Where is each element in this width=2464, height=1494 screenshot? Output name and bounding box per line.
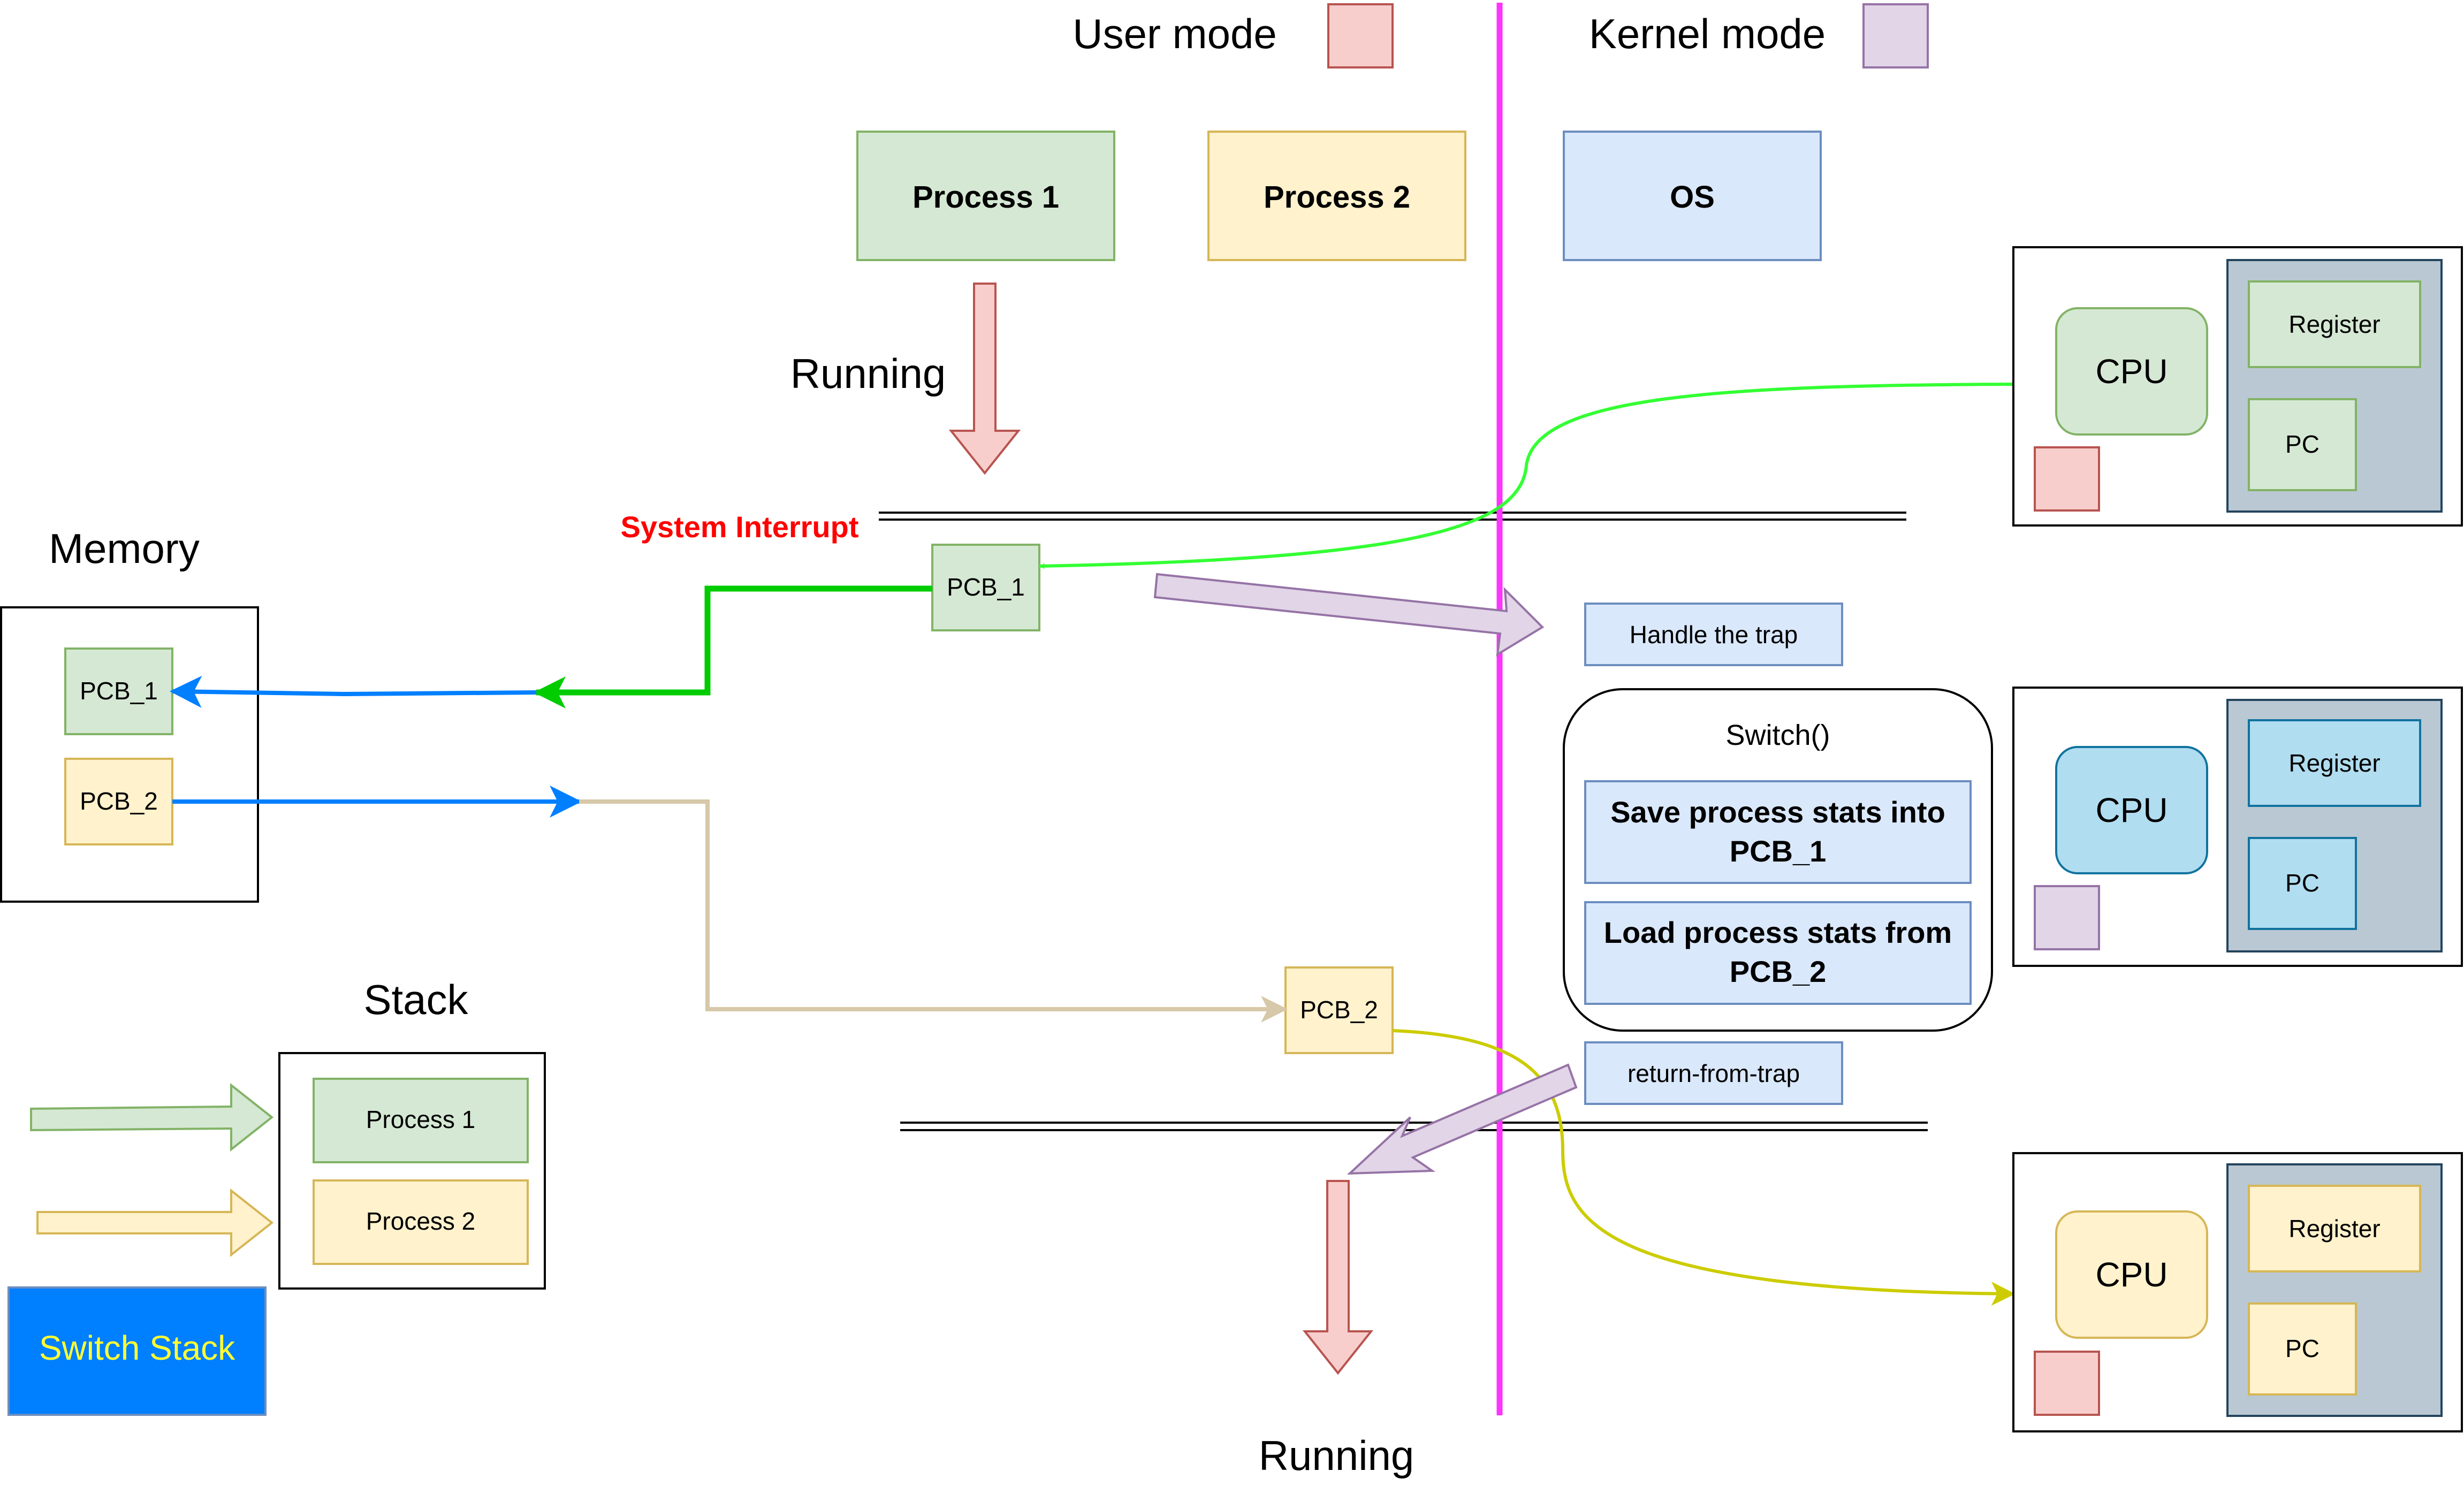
stack-process2-label: Process 2 bbox=[366, 1207, 476, 1235]
memory-pcb1: PCB_1 bbox=[64, 647, 173, 735]
save-stats-box bbox=[1584, 780, 1972, 884]
pcb2-node: PCB_2 bbox=[1284, 966, 1394, 1054]
register-box bbox=[2248, 280, 2421, 368]
cpu-label: CPU bbox=[2095, 352, 2168, 391]
pcb2-to-cpu-olive-curve bbox=[1392, 1029, 2016, 1306]
memory-pcb2: PCB_2 bbox=[64, 758, 173, 845]
register-box bbox=[2248, 1185, 2421, 1272]
mode-indicator-user bbox=[2034, 446, 2100, 512]
pc-label: PC bbox=[2285, 869, 2319, 897]
pc-label: PC bbox=[2285, 1335, 2319, 1362]
memory-pcb1-blue-arrow bbox=[170, 675, 537, 708]
register-label: Register bbox=[2288, 310, 2380, 338]
handle-trap-box: Handle the trap bbox=[1584, 603, 1843, 666]
trap-arrow-to-kernel bbox=[1153, 573, 1545, 657]
cpu-to-pcb1-green-curve bbox=[1039, 383, 2014, 569]
pc-box bbox=[2248, 837, 2357, 930]
memory-to-pcb2-tan-connector bbox=[579, 799, 1288, 1023]
cpu-chip bbox=[2055, 307, 2208, 436]
pc-box bbox=[2248, 1302, 2357, 1396]
pc-box bbox=[2248, 398, 2357, 491]
os-label: OS bbox=[1670, 180, 1715, 215]
stack-process1-arrow bbox=[30, 1083, 274, 1152]
stack-process2: Process 2 bbox=[313, 1179, 529, 1265]
process2-label: Process 2 bbox=[1264, 180, 1410, 215]
handle-trap-label: Handle the trap bbox=[1630, 621, 1798, 649]
running-bottom-label: Running bbox=[1259, 1432, 1414, 1479]
save-stats-line2: PCB_1 bbox=[1730, 834, 1827, 868]
pc-label: PC bbox=[2285, 430, 2319, 458]
os-box: OS bbox=[1563, 131, 1822, 261]
return-from-trap-label: return-from-trap bbox=[1628, 1059, 1800, 1087]
stack-label: Stack bbox=[363, 976, 468, 1023]
load-stats-box bbox=[1584, 901, 1972, 1005]
user-mode-swatch bbox=[1327, 3, 1394, 68]
memory-pcb1-label: PCB_1 bbox=[80, 677, 158, 705]
mode-indicator-kernel bbox=[2034, 885, 2100, 950]
stack-process1: Process 1 bbox=[313, 1078, 529, 1163]
process2-box: Process 2 bbox=[1207, 131, 1466, 261]
switch-title: Switch() bbox=[1725, 719, 1830, 751]
running-top-label: Running bbox=[790, 350, 946, 397]
pcb1-to-memory-green-connector bbox=[534, 585, 932, 708]
register-label: Register bbox=[2288, 1215, 2380, 1243]
switch-stack-button[interactable]: Switch Stack bbox=[7, 1286, 267, 1416]
cpu-panel-3: CPU Register PC bbox=[2012, 1152, 2463, 1432]
return-from-trap-box: return-from-trap bbox=[1584, 1041, 1843, 1105]
stack-process2-arrow bbox=[36, 1188, 274, 1257]
switch-stack-label: Switch Stack bbox=[39, 1329, 235, 1367]
cpu-label: CPU bbox=[2095, 1255, 2168, 1294]
running-down-arrow-top bbox=[948, 283, 1021, 475]
cpu-panel-1: CPU Register PC bbox=[2012, 246, 2463, 527]
return-arrow-to-user bbox=[1347, 1063, 1578, 1175]
kernel-mode-swatch bbox=[1862, 3, 1929, 68]
register-label: Register bbox=[2288, 749, 2380, 777]
kernel-mode-label: Kernel mode bbox=[1589, 10, 1826, 57]
register-box bbox=[2248, 719, 2421, 807]
pcb1-node: PCB_1 bbox=[931, 544, 1040, 631]
running-down-arrow-bottom bbox=[1302, 1180, 1374, 1375]
memory-label: Memory bbox=[49, 525, 200, 572]
cpu-chip bbox=[2055, 746, 2208, 874]
process1-label: Process 1 bbox=[912, 180, 1059, 215]
system-interrupt-label: System Interrupt bbox=[621, 510, 859, 544]
stack-process1-label: Process 1 bbox=[366, 1106, 476, 1133]
memory-pcb2-label: PCB_2 bbox=[80, 787, 158, 815]
cpu-chip bbox=[2055, 1210, 2208, 1339]
process1-box: Process 1 bbox=[856, 131, 1115, 261]
load-stats-line1: Load process stats from bbox=[1604, 916, 1952, 949]
save-stats-line1: Save process stats into bbox=[1610, 795, 1945, 829]
pcb1-node-label: PCB_1 bbox=[947, 573, 1025, 601]
mode-indicator-user bbox=[2034, 1351, 2100, 1416]
user-mode-label: User mode bbox=[1073, 10, 1276, 57]
cpu-label: CPU bbox=[2095, 791, 2168, 829]
cpu-panel-2: CPU Register PC bbox=[2012, 687, 2463, 967]
load-stats-line2: PCB_2 bbox=[1730, 955, 1827, 988]
pcb2-node-label: PCB_2 bbox=[1300, 996, 1378, 1024]
switch-function-box: Switch() Save process stats into PCB_1 L… bbox=[1563, 688, 1993, 1032]
